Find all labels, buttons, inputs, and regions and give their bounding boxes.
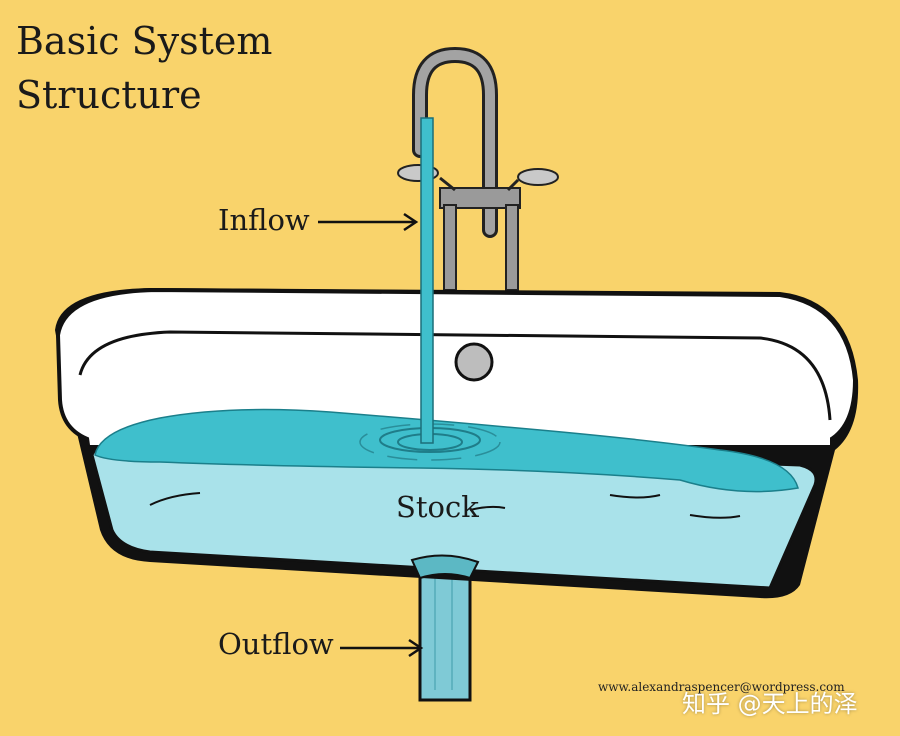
right-handle-icon bbox=[517, 168, 559, 186]
credit-text: www.alexandraspencer@wordpress.com bbox=[598, 680, 845, 694]
title-line-2: Structure bbox=[16, 73, 202, 117]
drain-icon bbox=[410, 554, 480, 580]
outflow-label: Outflow bbox=[218, 627, 334, 661]
outflow-arrow-icon bbox=[340, 638, 424, 658]
diagram-title: Basic System Structure bbox=[16, 14, 272, 122]
inflow-stream bbox=[420, 117, 434, 444]
inflow-label: Inflow bbox=[218, 203, 310, 237]
title-line-1: Basic System bbox=[16, 19, 273, 63]
watermark-text: 知乎 @天上的泽 bbox=[682, 690, 858, 718]
stock-label: Stock bbox=[396, 490, 479, 524]
overflow-plug-icon bbox=[454, 342, 494, 382]
inflow-arrow-icon bbox=[318, 212, 419, 232]
